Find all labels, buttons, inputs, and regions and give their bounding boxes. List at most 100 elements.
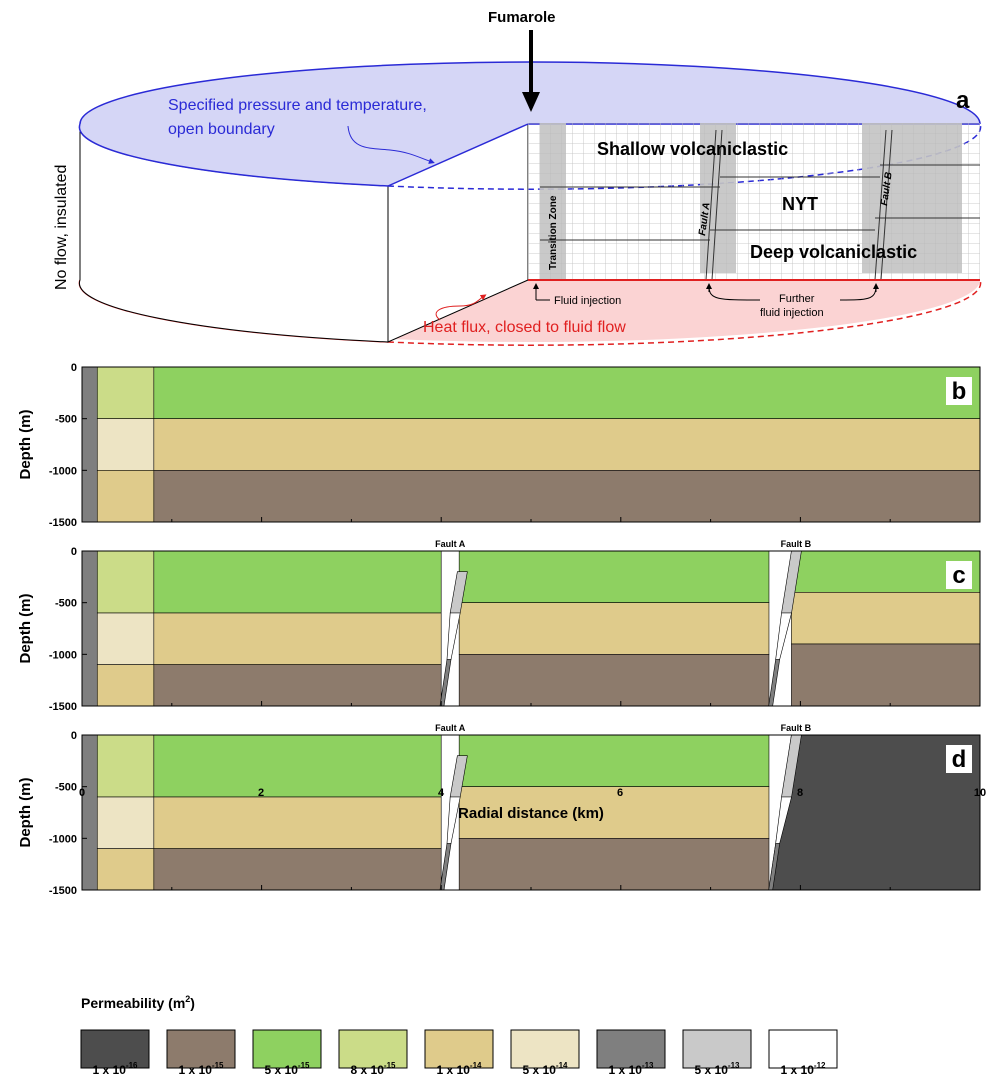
top-boundary-label-2: open boundary — [168, 121, 275, 138]
top-boundary-label-1: Specified pressure and temperature, — [168, 97, 427, 114]
legend-label: 1 x 10-15 — [179, 1061, 224, 1076]
legend-label: 1 x 10-16 — [93, 1061, 138, 1076]
transition-column — [82, 551, 98, 706]
deep-label: Deep volcaniclastic — [750, 242, 917, 262]
legend-swatch — [252, 1029, 322, 1069]
panel-letter: d — [952, 746, 967, 773]
transition-column — [82, 735, 98, 890]
block-shallow — [153, 550, 442, 614]
legend-swatch — [596, 1029, 666, 1069]
legend-swatch — [166, 1029, 236, 1069]
panel-c: Fault A Fault B 0 -500 -1000 -1500 Depth (m) c — [17, 539, 981, 713]
legend-swatch — [768, 1029, 838, 1069]
block-shallow — [458, 550, 770, 603]
block-nyt — [153, 796, 442, 849]
block-shallow — [458, 734, 770, 787]
y-axis-label: Depth (m) — [17, 778, 34, 848]
block-nyt — [458, 786, 770, 839]
fault-b-label-a: Fault B — [879, 171, 895, 206]
further-label-1: Further — [779, 293, 815, 305]
panel-letter-box — [946, 561, 972, 589]
legend-label: 5 x 10-14 — [523, 1061, 568, 1076]
legend-swatch — [338, 1029, 408, 1069]
layer-shallow — [153, 366, 981, 419]
y-tick-label: -500 — [55, 414, 77, 426]
legend-swatch — [510, 1029, 580, 1069]
y-axis-label: Depth (m) — [17, 410, 34, 480]
block-deep — [153, 848, 442, 891]
inner-deep — [96, 848, 155, 891]
inner-deep — [96, 470, 155, 523]
legend-label: 1 x 10-13 — [609, 1061, 654, 1076]
legend-label: 1 x 10-14 — [437, 1061, 482, 1076]
inner-nyt — [96, 796, 155, 849]
inner-shallow — [96, 734, 155, 798]
block-deep — [153, 664, 442, 707]
y-tick-label: -1000 — [49, 465, 77, 477]
legend: Permeability (m2) 1 x 10-16 1 x 10-15 5 x … — [80, 994, 838, 1076]
panel-a: Shallow volcaniclastic NYT Deep volcanic… — [53, 9, 982, 346]
block-nyt — [791, 592, 981, 645]
block-deep — [458, 838, 770, 891]
legend-swatch — [80, 1029, 150, 1069]
fault-b-label: Fault B — [781, 723, 812, 733]
transition-column — [82, 367, 98, 522]
y-tick-label: -500 — [55, 598, 77, 610]
panel-letter-box — [946, 377, 972, 405]
x-tick-10: 10 — [974, 787, 986, 799]
panel-letter: b — [952, 378, 967, 405]
side-boundary-label: No flow, insulated — [53, 165, 70, 290]
fumarole-label: Fumarole — [488, 9, 556, 26]
panel-b: 0 -500 -1000 -1500 Depth (m) b — [17, 362, 981, 529]
legend-label: 1 x 10-12 — [781, 1061, 826, 1076]
legend-label: 5 x 10-15 — [265, 1061, 310, 1076]
fault-a-label: Fault A — [435, 539, 466, 549]
layer-deep — [153, 470, 981, 523]
y-tick-label: 0 — [71, 730, 77, 742]
block-shallow — [153, 734, 442, 798]
fluid-injection-label: Fluid injection — [554, 295, 621, 307]
x-tick-2: 2 — [258, 787, 264, 799]
fault-b-label: Fault B — [781, 539, 812, 549]
y-tick-label: -500 — [55, 782, 77, 794]
x-tick-4: 4 — [438, 787, 445, 799]
y-tick-label: -1500 — [49, 701, 77, 713]
fault-a-label: Fault A — [435, 723, 466, 733]
bottom-boundary-label: Heat flux, closed to fluid flow — [423, 319, 626, 336]
x-tick-6: 6 — [617, 787, 623, 799]
inner-shallow — [96, 366, 155, 419]
legend-swatch — [682, 1029, 752, 1069]
legend-title: Permeability (m2) — [81, 994, 195, 1011]
x-axis-label: Radial distance (km) — [458, 805, 604, 822]
legend-label: 8 x 10-15 — [351, 1061, 396, 1076]
x-axis: 0 2 4 6 8 10 Radial distance (km) — [79, 787, 986, 822]
shallow-label: Shallow volcaniclastic — [597, 139, 788, 159]
block-nyt — [458, 602, 770, 655]
x-tick-0: 0 — [79, 787, 85, 799]
nyt-label: NYT — [782, 194, 818, 214]
inner-nyt — [96, 612, 155, 665]
inner-deep — [96, 664, 155, 707]
y-tick-label: 0 — [71, 546, 77, 558]
y-tick-label: -1000 — [49, 833, 77, 845]
panel-label-a: a — [956, 87, 970, 114]
further-label-2: fluid injection — [760, 307, 824, 319]
block-deep — [791, 643, 981, 707]
legend-swatch — [424, 1029, 494, 1069]
y-tick-label: -1000 — [49, 649, 77, 661]
panel-letter: c — [952, 562, 965, 589]
inner-nyt — [96, 418, 155, 471]
y-tick-label: 0 — [71, 362, 77, 374]
y-tick-label: -1500 — [49, 517, 77, 529]
inner-shallow — [96, 550, 155, 614]
transition-label: Transition Zone — [548, 195, 559, 270]
y-tick-label: -1500 — [49, 885, 77, 897]
fault-a-label-a: Fault A — [697, 202, 713, 237]
layer-nyt — [153, 418, 981, 471]
y-axis-label: Depth (m) — [17, 594, 34, 664]
legend-label: 5 x 10-13 — [695, 1061, 740, 1076]
block-nyt — [153, 612, 442, 665]
x-tick-8: 8 — [797, 787, 803, 799]
